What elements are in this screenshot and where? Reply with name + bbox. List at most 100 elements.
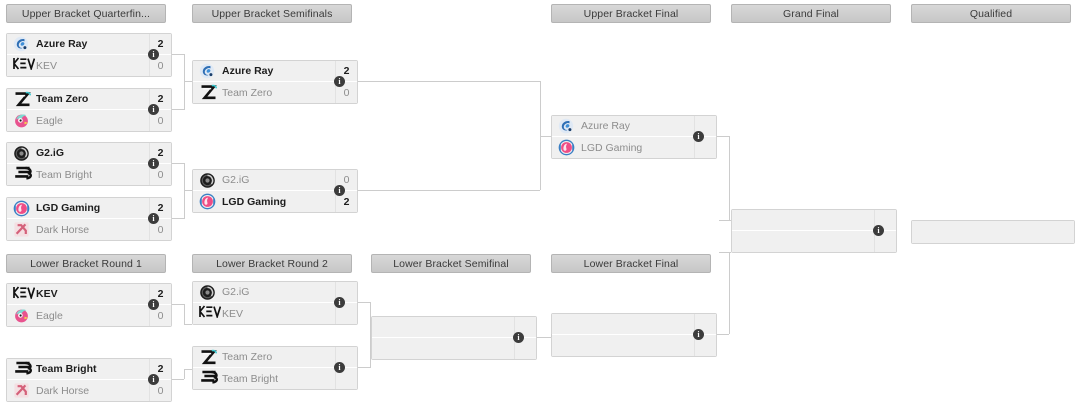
g2ig-logo-icon [11, 145, 31, 162]
team-bright-logo-icon [11, 361, 32, 378]
team-name: G2.iG [36, 147, 65, 159]
team-score [874, 231, 896, 252]
dark-horse-logo-icon [11, 221, 31, 238]
team-logo-placeholder [376, 319, 396, 336]
bracket-connector [184, 369, 185, 379]
match-info-icon[interactable]: i [693, 329, 704, 340]
match-row[interactable] [372, 317, 536, 338]
team-name: G2.iG [222, 174, 250, 186]
kev-logo-icon [11, 57, 35, 74]
match-row[interactable] [552, 314, 716, 335]
qualified-slot[interactable] [911, 220, 1075, 244]
bracket-connector [540, 81, 541, 190]
team-score: 0 [335, 82, 357, 103]
lgd-logo-icon [11, 200, 31, 217]
team-name: Azure Ray [581, 120, 631, 132]
round-header-label: Upper Bracket Semifinals [211, 7, 333, 20]
match-info-icon[interactable]: i [334, 185, 345, 196]
bracket-connector [358, 190, 540, 191]
team-name: Team Zero [222, 86, 273, 99]
bracket-connector [358, 81, 540, 82]
match-row[interactable] [552, 335, 716, 356]
team-logo-placeholder [376, 340, 396, 357]
match-info-icon[interactable]: i [873, 225, 884, 236]
match-row[interactable]: LGD Gaming [552, 137, 716, 158]
match-row[interactable] [732, 231, 896, 252]
team-score: 0 [149, 55, 171, 76]
match-info-icon[interactable]: i [513, 332, 524, 343]
bracket-connector [172, 218, 184, 219]
match-info-icon[interactable]: i [148, 49, 159, 60]
kev-logo-icon [11, 285, 35, 303]
bracket-connector [540, 136, 551, 137]
match-info-icon[interactable]: i [334, 76, 345, 87]
team-name: LGD Gaming [36, 202, 101, 214]
match-box-lbf1[interactable] [551, 313, 717, 357]
bracket-connector [729, 252, 730, 334]
azure-ray-logo-icon [556, 118, 576, 135]
match-info-icon[interactable]: i [148, 299, 159, 310]
match-row[interactable]: Team Bright [193, 368, 357, 389]
team-name: Eagle [36, 114, 63, 127]
match-info-icon[interactable]: i [148, 374, 159, 385]
round-header-qual: Qualified [911, 4, 1071, 23]
bracket-connector [172, 54, 184, 55]
team-zero-logo-icon [197, 349, 217, 366]
match-row[interactable]: G2.iG [193, 282, 357, 303]
match-info-icon[interactable]: i [148, 213, 159, 224]
match-row[interactable]: Azure Ray [552, 116, 716, 137]
match-row[interactable]: Team Zero [193, 347, 357, 368]
team-score: 0 [149, 219, 171, 240]
match-info-icon[interactable]: i [334, 297, 345, 308]
round-header-label: Lower Bracket Round 2 [216, 257, 328, 270]
team-name: KEV [222, 307, 244, 320]
match-row[interactable] [372, 338, 536, 359]
match-row[interactable]: KEV [193, 303, 357, 324]
team-score [694, 335, 716, 356]
match-info-icon[interactable]: i [693, 131, 704, 142]
bracket-connector [184, 304, 185, 324]
match-row[interactable] [732, 210, 896, 231]
kev-logo-icon [197, 305, 221, 322]
bracket-connector [184, 54, 185, 110]
match-info-icon[interactable]: i [148, 104, 159, 115]
team-score [694, 137, 716, 158]
match-box-lbr2a[interactable]: G2.iG KEV [192, 281, 358, 325]
team-score [514, 338, 536, 359]
team-name: Team Zero [36, 93, 89, 105]
bracket-connector [370, 337, 371, 338]
match-info-icon[interactable]: i [148, 158, 159, 169]
match-row[interactable]: Team Zero 0 [193, 82, 357, 103]
match-info-icon[interactable]: i [334, 362, 345, 373]
g2ig-logo-icon [197, 172, 217, 189]
team-logo-placeholder [556, 316, 576, 333]
round-header-label: Qualified [969, 7, 1013, 20]
bracket-connector [172, 304, 184, 305]
match-box-lbsf1[interactable] [371, 316, 537, 360]
